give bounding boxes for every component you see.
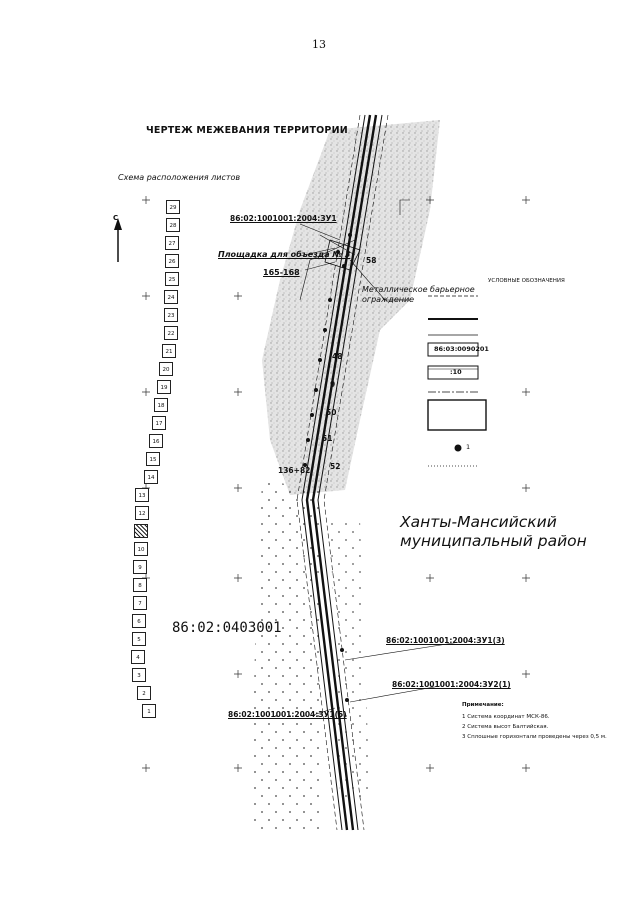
road-corridor (296, 114, 410, 831)
cadastral-quarter-label: 86:02:0403001 (172, 620, 282, 636)
sheet-cell: 2 (137, 686, 151, 700)
north-arrow (114, 218, 122, 262)
sheet-cell: 9 (133, 560, 147, 574)
sheet-cell: 10 (134, 542, 148, 556)
sheet-cell: 17 (152, 416, 166, 430)
point-label: 136+82 (278, 466, 311, 475)
legend-title: УСЛОВНЫЕ ОБОЗНАЧЕНИЯ (488, 278, 565, 284)
note-item: 2 Система высот Балтийская. (462, 724, 549, 730)
sheet-cell: 12 (135, 506, 149, 520)
point-label: 51 (322, 434, 333, 443)
sheet-cell: 28 (166, 218, 180, 232)
legend-quarter-sample: 86:03:0090201 (434, 345, 489, 353)
sheet-cell: 13 (135, 488, 149, 502)
sheet-cell: 16 (149, 434, 163, 448)
sheet-cell: 14 (144, 470, 158, 484)
sheet-cell: 23 (164, 308, 178, 322)
sheet-cell: 6 (132, 614, 146, 628)
point-label: 52 (330, 462, 341, 471)
survey-points (303, 233, 352, 702)
sheet-scheme-label: Схема расположения листов (118, 173, 241, 182)
sheet-cell: 18 (154, 398, 168, 412)
sheet-cell: 24 (164, 290, 178, 304)
sheet-cell: 27 (165, 236, 179, 250)
sheet-cell: 21 (162, 344, 176, 358)
notes-title: Примечание: (462, 702, 504, 708)
point-label: 9 (330, 380, 336, 389)
point-range-label: 165-168 (263, 268, 300, 277)
cadastral-label-zu5: 86:02:1001001:2004:ЗУ1(5) (228, 710, 347, 719)
sheet-cell: 5 (132, 632, 146, 646)
legend-point-sample: 1 (466, 443, 471, 451)
cadastral-label-top: 86:02:1001001:2004:ЗУ1 (230, 214, 337, 223)
barrier-label: Металлическое барьерное ограждение (362, 285, 475, 304)
leader-lines (299, 199, 461, 717)
note-item: 1 Система координат МСК-86. (462, 714, 550, 720)
note-item: 3 Сплошные горизонтали проведены через 0… (462, 734, 607, 740)
sheet-cell: 22 (164, 326, 178, 340)
sheet-cell: 26 (165, 254, 179, 268)
sheet-cell: 19 (157, 380, 171, 394)
drawing-title: ЧЕРТЕЖ МЕЖЕВАНИЯ ТЕРРИТОРИИ (146, 125, 348, 136)
sheet-cell: 1 (142, 704, 156, 718)
page-number: 13 (312, 38, 326, 51)
north-label: С (113, 214, 119, 222)
cadastral-label-zu2: 86:02:1001001:2004:ЗУ2(1) (392, 680, 511, 689)
sheet-cell: 20 (159, 362, 173, 376)
sheet-cell: 4 (131, 650, 145, 664)
point-label: 58 (366, 256, 377, 265)
district-label: Ханты-Мансийский муниципальный район (400, 513, 587, 550)
cadastral-label-zu3: 86:02:1001001:2004:ЗУ1(3) (386, 636, 505, 645)
grid-crosses (142, 196, 530, 772)
sheet-cell: 3 (132, 668, 146, 682)
point-label: 50 (326, 408, 337, 417)
sheet-cell (134, 524, 148, 538)
sheet-cell: 29 (166, 200, 180, 214)
site-label: Площадка для объезда № 3 (218, 250, 351, 259)
sheet-cell: 8 (133, 578, 147, 592)
shaded-terrain-area (250, 120, 440, 830)
legend-parcel-sample: :10 (450, 368, 462, 376)
sheet-cell: 25 (165, 272, 179, 286)
legend-symbols (427, 295, 487, 467)
sheet-cell: 15 (146, 452, 160, 466)
point-label: 48 (332, 352, 343, 361)
sheet-cell: 7 (133, 596, 147, 610)
